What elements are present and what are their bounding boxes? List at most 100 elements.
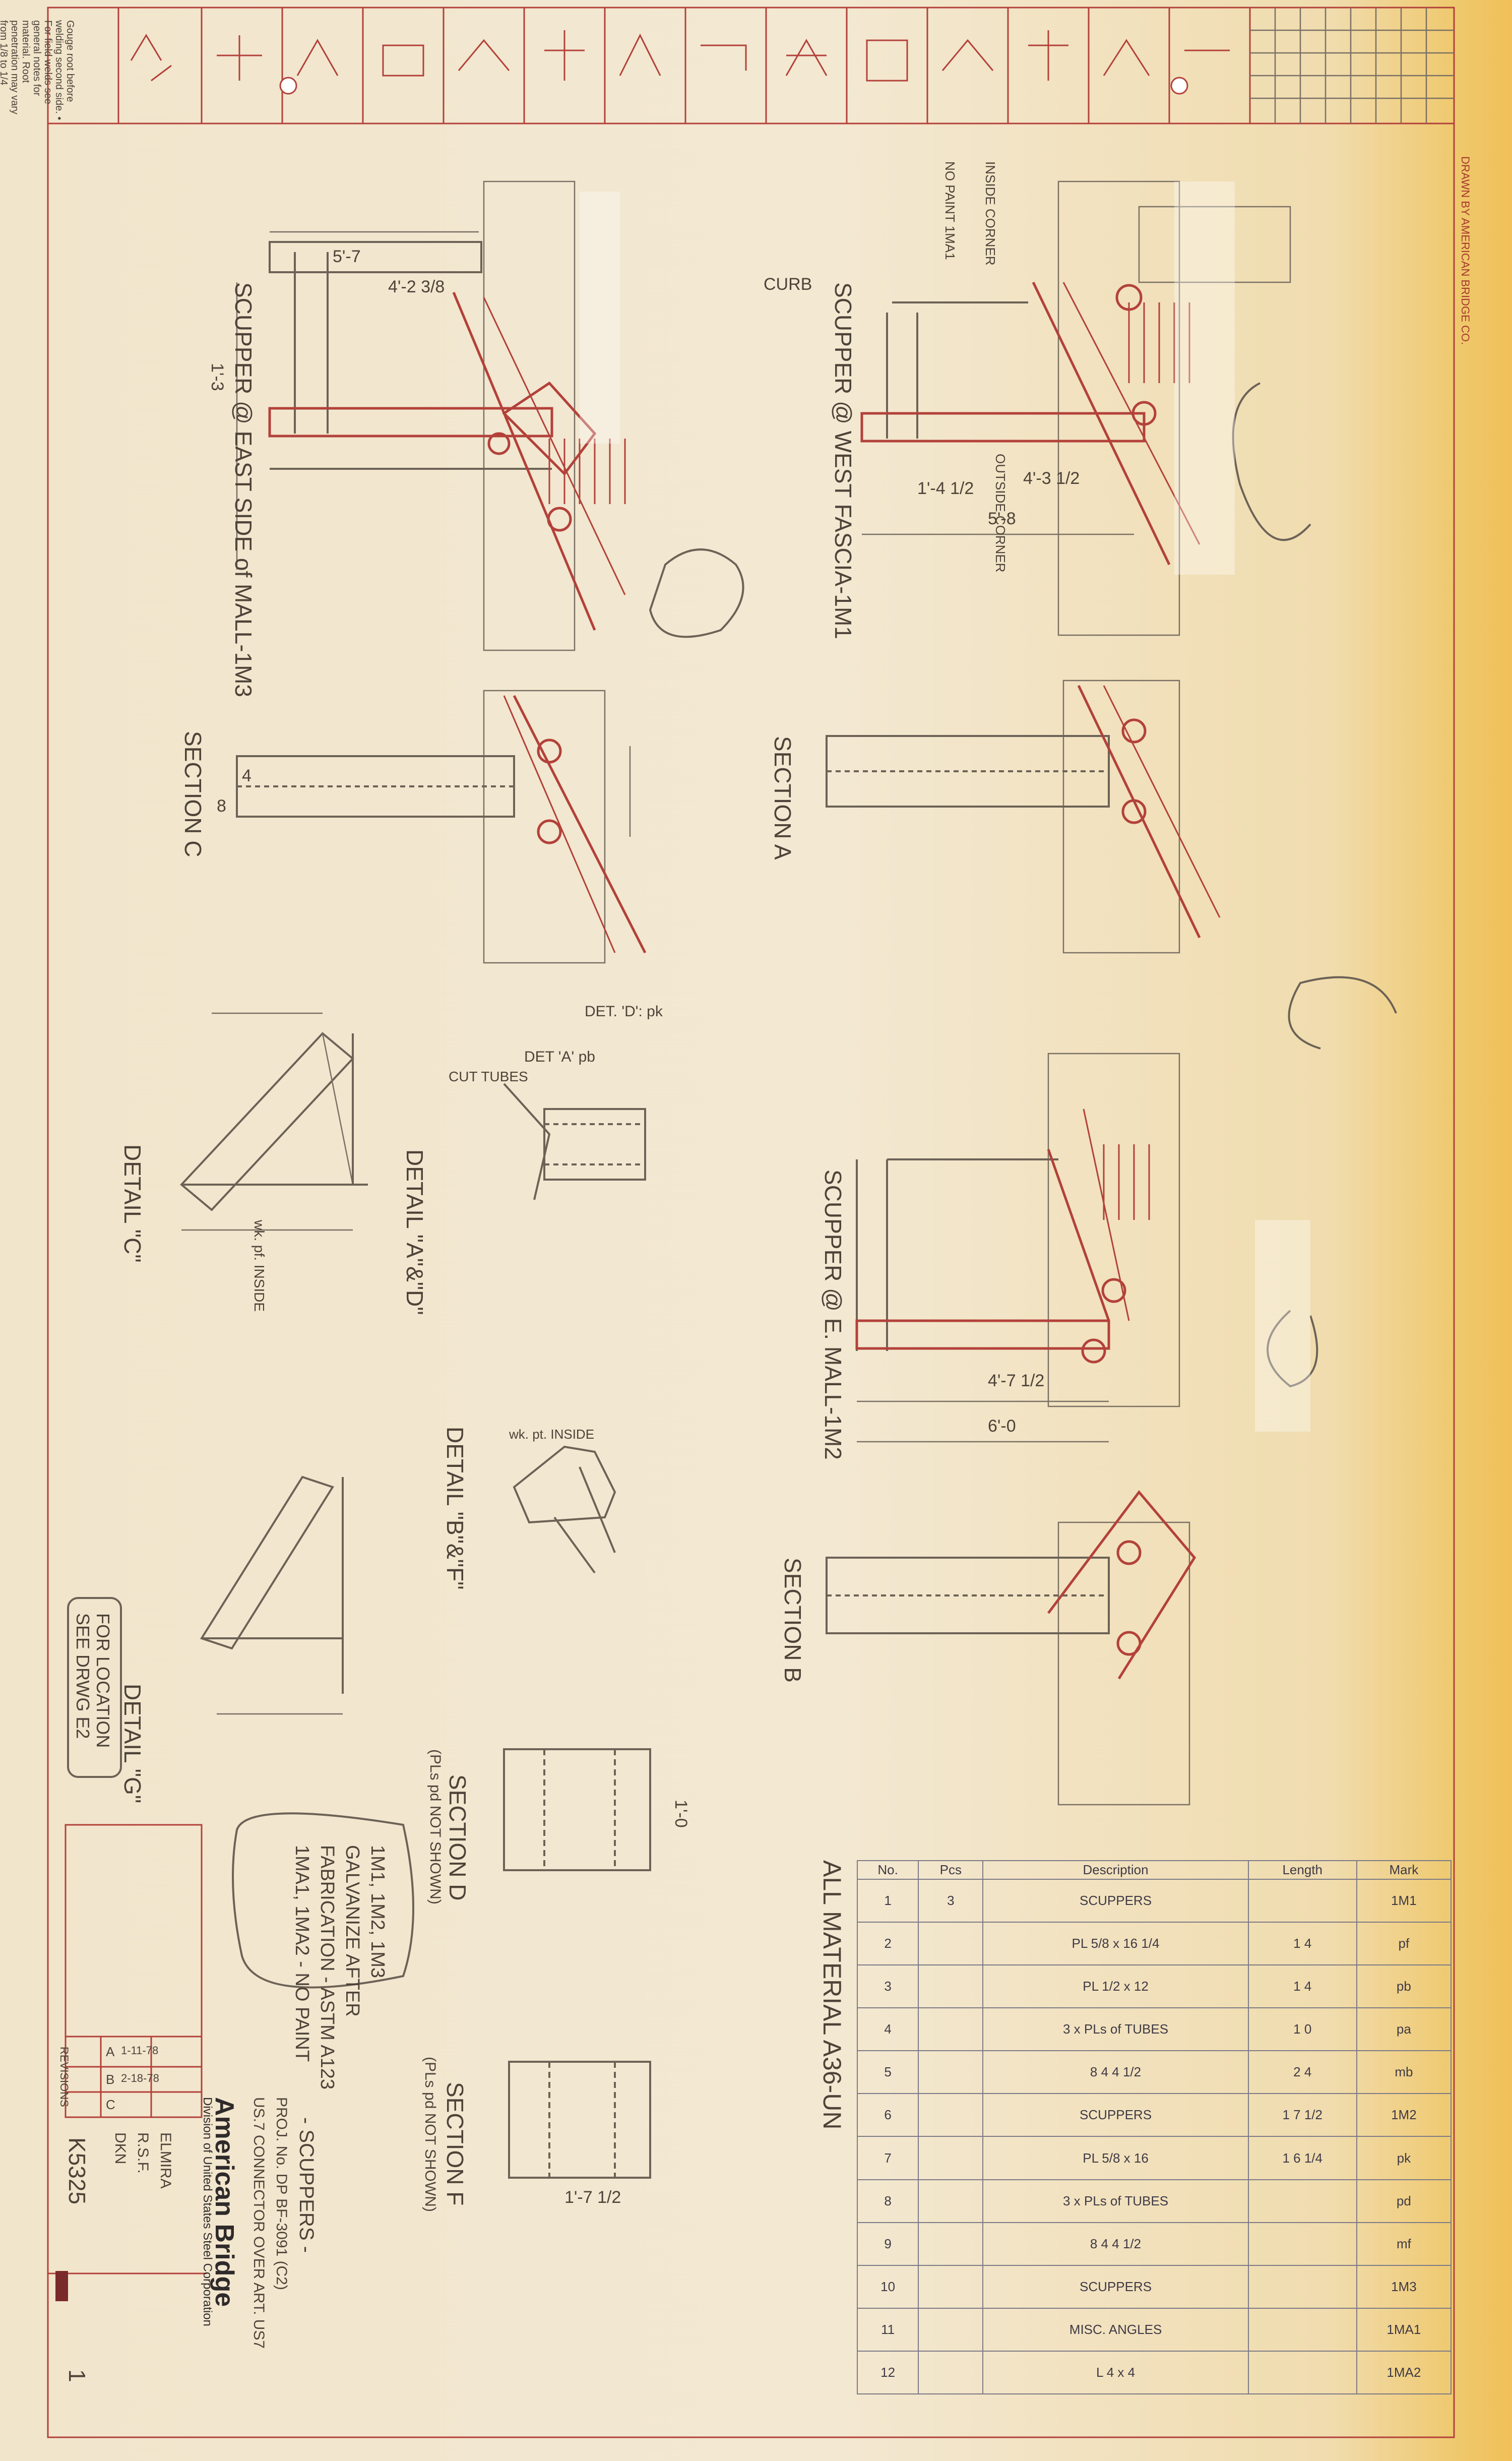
scupper-west-title: SCUPPER @ WEST FASCIA-1M1	[830, 282, 856, 639]
weld-strip-symbols	[130, 30, 1230, 82]
table-cell: 7	[856, 2136, 919, 2180]
detail-g-title: DETAIL "G"	[119, 1684, 146, 1804]
section-b-linework	[826, 1490, 1196, 1806]
galvanize-note-1: 1M1, 1M2, 1M3	[367, 1845, 388, 1978]
project-title: - SCUPPERS -	[295, 2117, 318, 2253]
company-subtitle: Division of United States Steel Corporat…	[201, 2097, 214, 2326]
dim-5-7: 5'-7	[333, 247, 361, 266]
table-cell	[918, 2179, 984, 2223]
dim-4-7: 4'-7 1/2	[988, 1371, 1045, 1390]
scupper-emall-linework	[855, 976, 1397, 1443]
dim-8: 8	[217, 796, 226, 816]
scupper-emall-title: SCUPPER @ E. MALL-1M2	[820, 1170, 846, 1460]
dim-5-8: 5'-8	[988, 509, 1016, 528]
wk-pf-inside-label: wk. pf. INSIDE	[251, 1220, 267, 1312]
all-material-note: ALL MATERIAL A36-UN	[818, 1860, 846, 2130]
table-cell: mf	[1356, 2222, 1452, 2266]
revision-b-letter: B	[106, 2072, 115, 2087]
table-cell: PL 5/8 x 16 1/4	[982, 1922, 1249, 1966]
section-d-linework	[503, 1748, 651, 1871]
table-cell: pk	[1356, 2136, 1452, 2180]
bom-header-row: No. Pcs Description Length Mark	[856, 1860, 1452, 1880]
table-row: 10 SCUPPERS 1M3	[856, 2264, 1452, 2309]
table-cell: pf	[1356, 1922, 1452, 1966]
order-note: PROJ. No. DP BF-3091 (C2)	[273, 2097, 290, 2290]
table-cell: MISC. ANGLES	[982, 2307, 1249, 2352]
table-cell: 1M3	[1356, 2264, 1452, 2309]
table-cell	[1247, 2179, 1357, 2223]
strip-grid	[1250, 8, 1454, 124]
table-cell: pd	[1356, 2179, 1452, 2223]
table-cell	[918, 1964, 984, 2009]
location-note-line2: SEE DRWG E2	[73, 1613, 93, 1739]
table-cell: 6	[856, 2093, 919, 2137]
table-cell: pb	[1356, 1964, 1452, 2009]
section-f-linework	[508, 2061, 651, 2179]
dim-4-2: 4'-2 3/8	[388, 277, 445, 296]
table-cell: SCUPPERS	[982, 2264, 1249, 2309]
revision-a-date: 1-11-78	[121, 2044, 159, 2057]
detail-bf-linework	[513, 1445, 616, 1574]
table-cell	[918, 2093, 984, 2137]
galvanize-note-3: FABRICATION - ASTM A123	[317, 1845, 338, 2089]
cut-tubes-label: CUT TUBES	[449, 1069, 528, 1084]
table-cell: PL 5/8 x 16	[982, 2136, 1249, 2180]
no-paint-label: NO PAINT 1MA1	[942, 161, 958, 260]
dim-4: 4	[242, 766, 251, 785]
section-c-title: SECTION C	[180, 731, 206, 857]
paper-stain	[580, 192, 620, 444]
table-cell	[1247, 2264, 1357, 2309]
drawing-vertical-note: DRAWN BY AMERICAN BRIDGE CO.	[1459, 156, 1472, 345]
table-cell: PL 1/2 x 12	[982, 1964, 1249, 2009]
table-cell: 11	[856, 2307, 919, 2352]
table-cell	[918, 2007, 984, 2052]
dim-1-4-half: 1'-4 1/2	[917, 479, 974, 498]
table-cell: SCUPPERS	[982, 1878, 1249, 1923]
section-c-linework	[236, 690, 647, 964]
dim-6-0: 6'-0	[988, 1417, 1016, 1436]
bom-header-cell: Length	[1247, 1860, 1357, 1880]
revision-c-letter: C	[106, 2097, 115, 2112]
bom-header-cell: Mark	[1356, 1860, 1452, 1880]
punch-hole-left	[279, 77, 297, 95]
galvanize-note-2: GALVANIZE AFTER	[342, 1845, 363, 2017]
table-cell	[918, 2350, 984, 2395]
weld-strip-dividers	[117, 8, 1251, 124]
table-cell: 1MA1	[1356, 2307, 1452, 2352]
sheet-number: 1	[64, 2369, 90, 2382]
detail-ad-title: DETAIL "A"&"D"	[402, 1149, 428, 1315]
title-block-frame	[47, 1824, 207, 2437]
table-cell	[918, 1922, 984, 1966]
table-cell: 1M1	[1356, 1878, 1452, 1923]
table-cell: 12	[856, 2350, 919, 2395]
dim-1-0: 1'-0	[671, 1800, 690, 1828]
dim-1-7: 1'-7 1/2	[564, 2188, 621, 2207]
location-note-box	[67, 1597, 122, 1778]
bom-header-cell: No.	[856, 1860, 919, 1880]
table-cell	[1247, 2307, 1357, 2352]
table-cell: 10	[856, 2264, 919, 2309]
table-cell: 2 4	[1247, 2050, 1357, 2095]
detail-bf-title: DETAIL "B"&"F"	[442, 1427, 468, 1590]
paper-stain	[1255, 1220, 1310, 1432]
made-by: R.S.F.	[135, 2132, 151, 2174]
table-cell: 1 4	[1247, 1922, 1357, 1966]
section-d-note: (PLs pd NOT SHOWN)	[427, 1749, 444, 1904]
table-cell: 3	[918, 1878, 984, 1923]
table-cell: 8	[856, 2179, 919, 2223]
table-cell: 8 4 4 1/2	[982, 2222, 1249, 2266]
revision-b-date: 2-18-78	[121, 2072, 159, 2084]
scupper-west-linework	[860, 180, 1311, 636]
table-cell: pa	[1356, 2007, 1452, 2052]
section-f-title: SECTION F	[442, 2082, 468, 2206]
scupper-east-title: SCUPPER @ EAST SIDE of MALL-1M3	[230, 282, 257, 697]
